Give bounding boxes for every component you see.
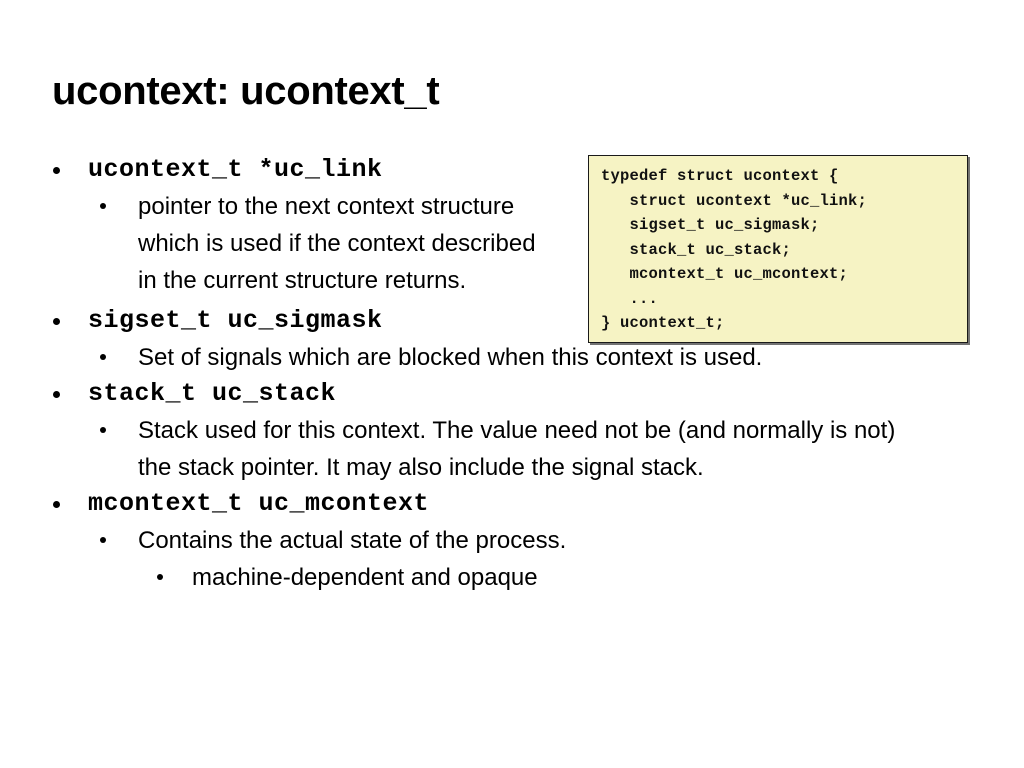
code-line: } ucontext_t;: [601, 314, 725, 332]
field-name-uc-sigmask: sigset_t uc_sigmask: [0, 303, 1024, 339]
field-name-uc-link: ucontext_t *uc_link: [0, 152, 1024, 188]
code-line: ...: [601, 289, 659, 308]
bullet-group-uc-mcontext: mcontext_t uc_mcontext Contains the actu…: [0, 486, 1024, 596]
code-line: mcontext_t uc_mcontext;: [601, 265, 849, 283]
field-subdesc-uc-mcontext: machine-dependent and opaque: [0, 559, 1024, 596]
field-name-uc-mcontext: mcontext_t uc_mcontext: [0, 486, 1024, 522]
code-line: typedef struct ucontext {: [601, 167, 839, 185]
page-title: ucontext: ucontext_t: [52, 69, 440, 113]
code-line: sigset_t uc_sigmask;: [601, 216, 820, 234]
field-desc-uc-stack: Stack used for this context. The value n…: [0, 412, 908, 486]
code-line: stack_t uc_stack;: [601, 240, 792, 259]
code-line: struct ucontext *uc_link;: [601, 191, 868, 210]
field-desc-uc-sigmask: Set of signals which are blocked when th…: [0, 339, 1024, 376]
bullet-group-uc-link: ucontext_t *uc_link pointer to the next …: [0, 152, 1024, 299]
field-desc-uc-link: pointer to the next context structure wh…: [0, 188, 558, 299]
code-callout-box: typedef struct ucontext { struct ucontex…: [588, 155, 968, 343]
bullet-group-uc-stack: stack_t uc_stack Stack used for this con…: [0, 376, 1024, 486]
field-desc-uc-mcontext: Contains the actual state of the process…: [0, 522, 1024, 559]
field-name-uc-stack: stack_t uc_stack: [0, 376, 1024, 412]
bullet-content: ucontext_t *uc_link pointer to the next …: [0, 152, 1024, 596]
bullet-group-uc-sigmask: sigset_t uc_sigmask Set of signals which…: [0, 303, 1024, 376]
